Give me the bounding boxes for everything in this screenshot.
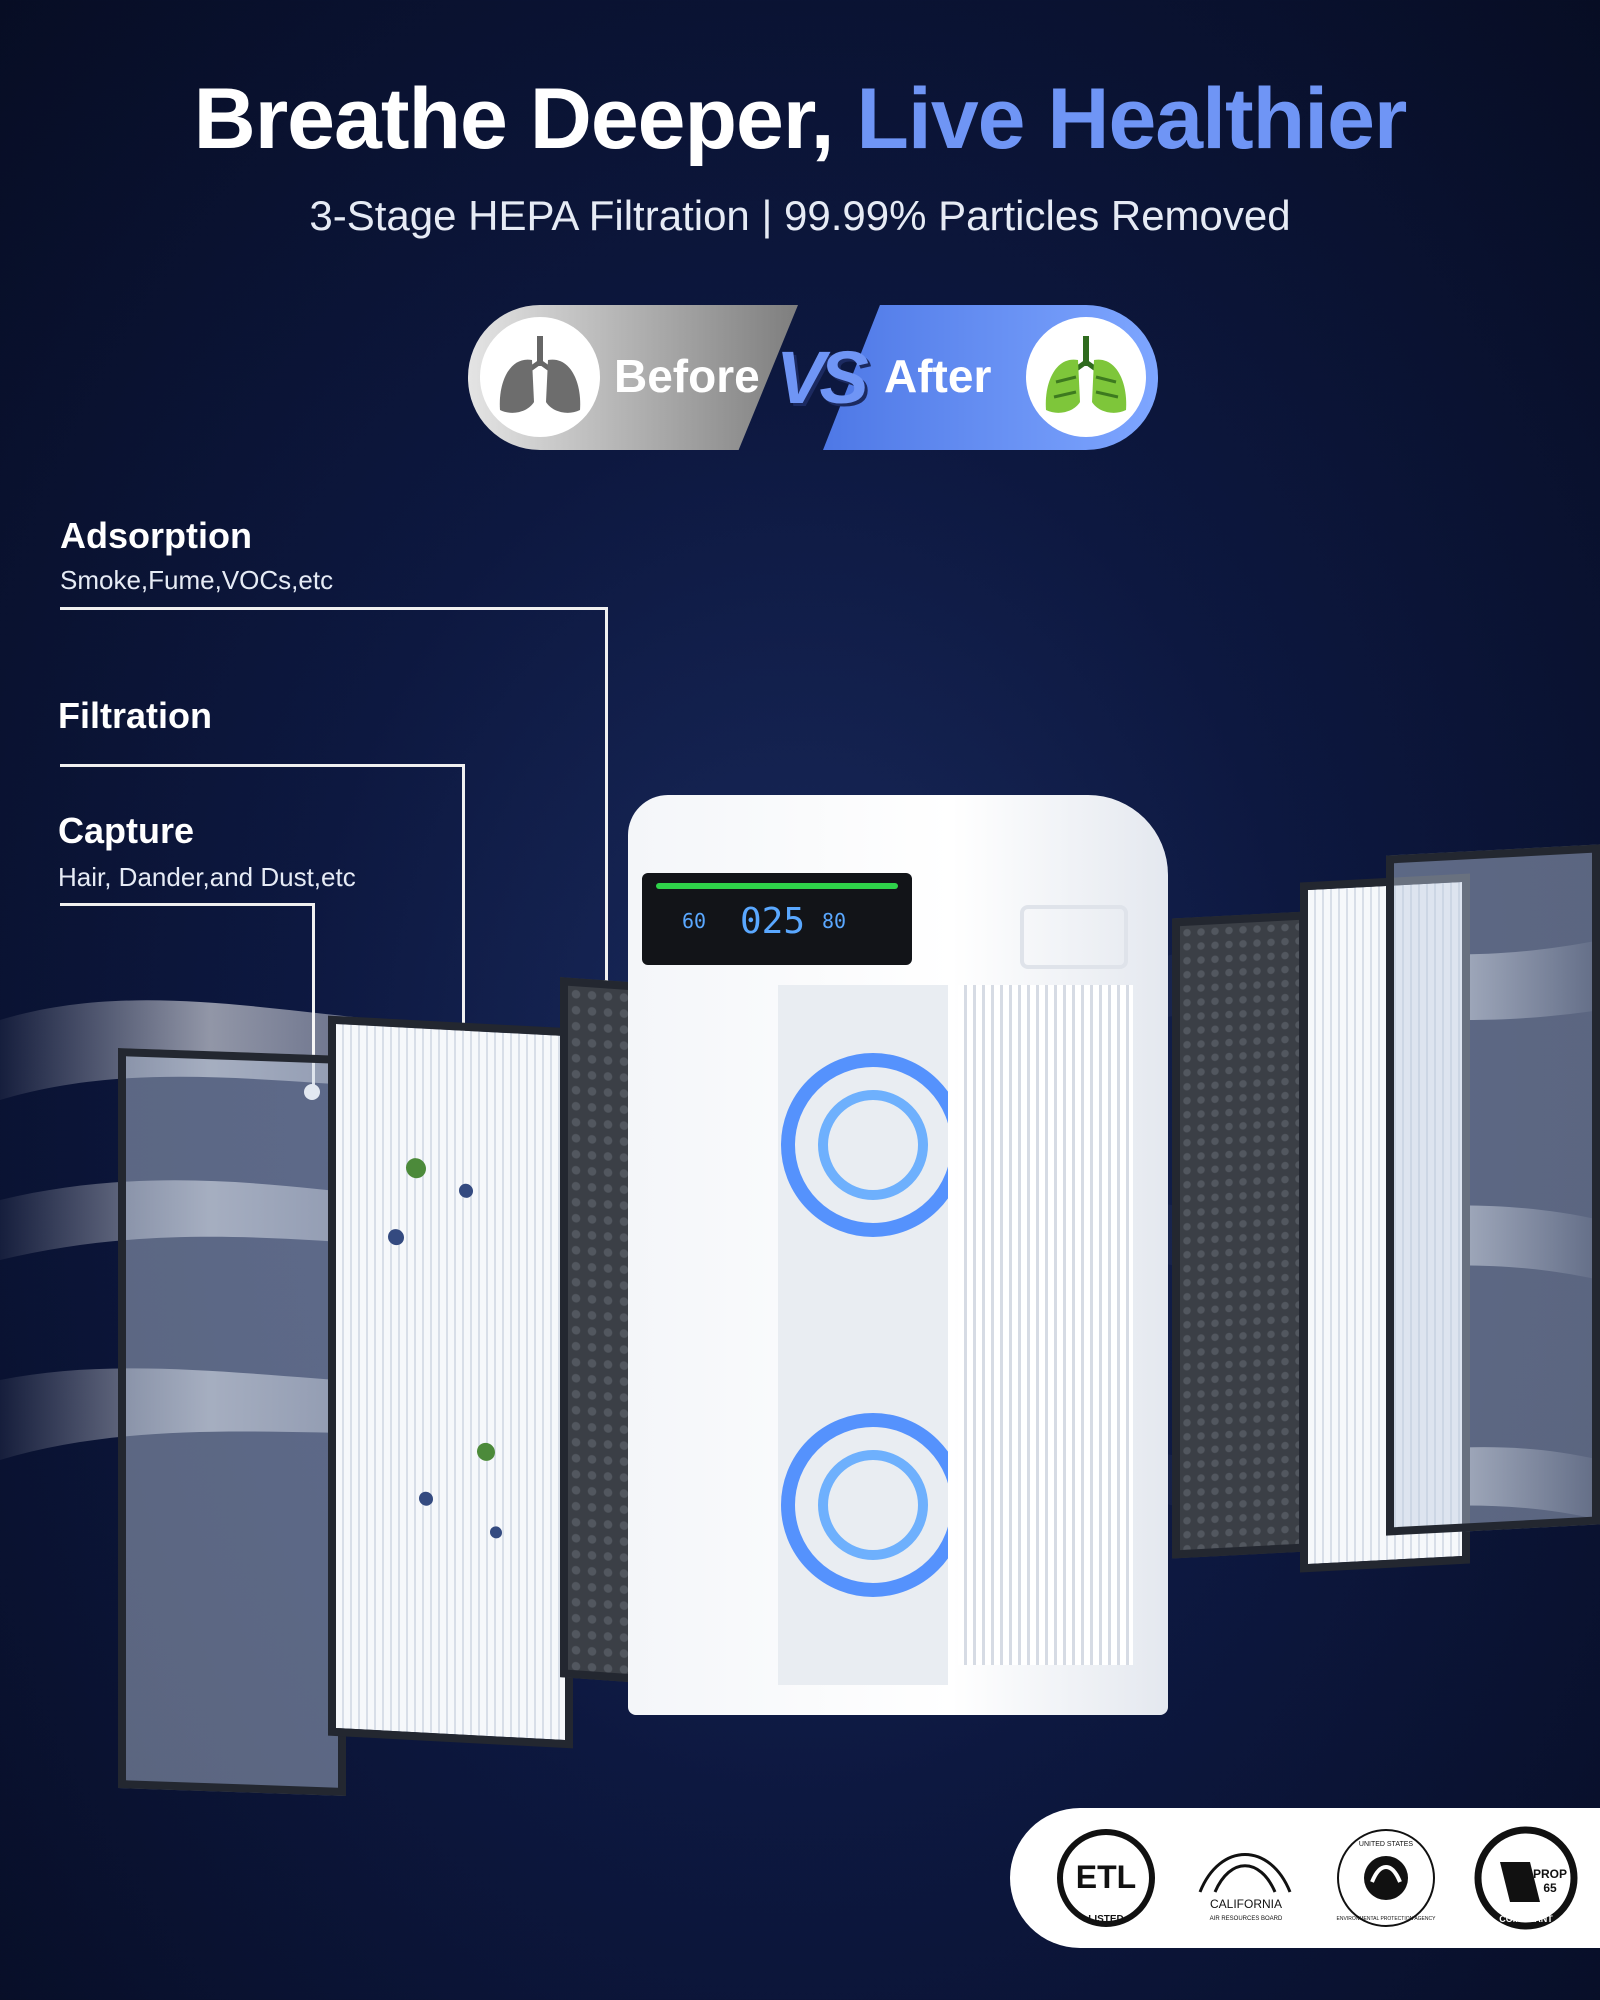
svg-text:UNITED STATES: UNITED STATES [1359,1841,1414,1848]
headline: Breathe Deeper, Live Healthier [0,70,1600,169]
control-display: 60 025 80 [642,873,912,965]
svg-text:LISTED: LISTED [1088,1914,1124,1925]
before-label: Before [614,350,760,402]
stage-subtitle: Smoke,Fume,VOCs,etc [60,565,334,595]
svg-text:65: 65 [1543,1881,1557,1895]
side-vent-grille [958,985,1133,1665]
before-after-comparison: Before VS After [468,305,1158,450]
display-left-reading: 60 [682,909,707,933]
leader-line [312,903,315,1088]
hepa-filter-panel [328,1015,573,1749]
leader-line [605,607,608,987]
headline-accent: Live Healthier [856,71,1407,167]
leader-line [60,764,465,767]
carbon-filter-panel-right [1172,911,1307,1559]
handle-slot [1020,905,1128,969]
display-right-reading: 80 [822,909,847,933]
stage-title: Filtration [58,695,212,736]
vs-label: VS [776,336,869,419]
green-lungs-icon [1026,317,1146,437]
fan-chamber [778,985,965,1685]
leader-line [60,607,608,610]
gray-lungs-icon [480,317,600,437]
after-label: After [884,350,992,402]
certification-badge: ETL LISTED CALIFORNIA AIR RESOURCES BOAR… [1010,1808,1600,1948]
leader-line [462,764,465,1044]
svg-text:AIR RESOURCES BOARD: AIR RESOURCES BOARD [1210,1916,1283,1922]
svg-text:CALIFORNIA: CALIFORNIA [1210,1897,1282,1911]
prop-65-logo: PROP 65 COMPLIANT [1470,1822,1582,1934]
stage-title: Adsorption [60,515,252,556]
svg-text:PROP: PROP [1533,1867,1567,1881]
fan-icons [781,1053,965,1597]
svg-text:COMPLIANT: COMPLIANT [1499,1914,1553,1924]
pre-filter-panel-right [1386,844,1600,1536]
california-air-resources-board-logo: CALIFORNIA AIR RESOURCES BOARD [1190,1822,1302,1934]
stage-adsorption: Adsorption Smoke,Fume,VOCs,etc [60,515,333,596]
epa-seal-logo: UNITED STATES ENVIRONMENTAL PROTECTION A… [1330,1822,1442,1934]
pre-filter-panel [118,1048,346,1796]
stage-title: Capture [58,810,195,851]
svg-text:ENVIRONMENTAL PROTECTION AGENC: ENVIRONMENTAL PROTECTION AGENCY [1337,1916,1437,1922]
leader-line [60,903,315,906]
svg-text:ETL: ETL [1076,1859,1136,1895]
headline-main: Breathe Deeper, [193,71,835,167]
stage-subtitle: Hair, Dander,and Dust,etc [58,862,356,892]
air-purifier-body: 60 025 80 [628,795,1168,1715]
particle-dots [388,1158,502,1539]
subheadline: 3-Stage HEPA Filtration | 99.99% Particl… [309,192,1291,239]
etl-listed-logo: ETL LISTED [1050,1822,1162,1934]
display-main-reading: 025 [740,901,806,942]
stage-capture: Capture Hair, Dander,and Dust,etc [58,810,356,893]
stage-filtration: Filtration [58,695,212,737]
status-light-bar [656,883,898,889]
